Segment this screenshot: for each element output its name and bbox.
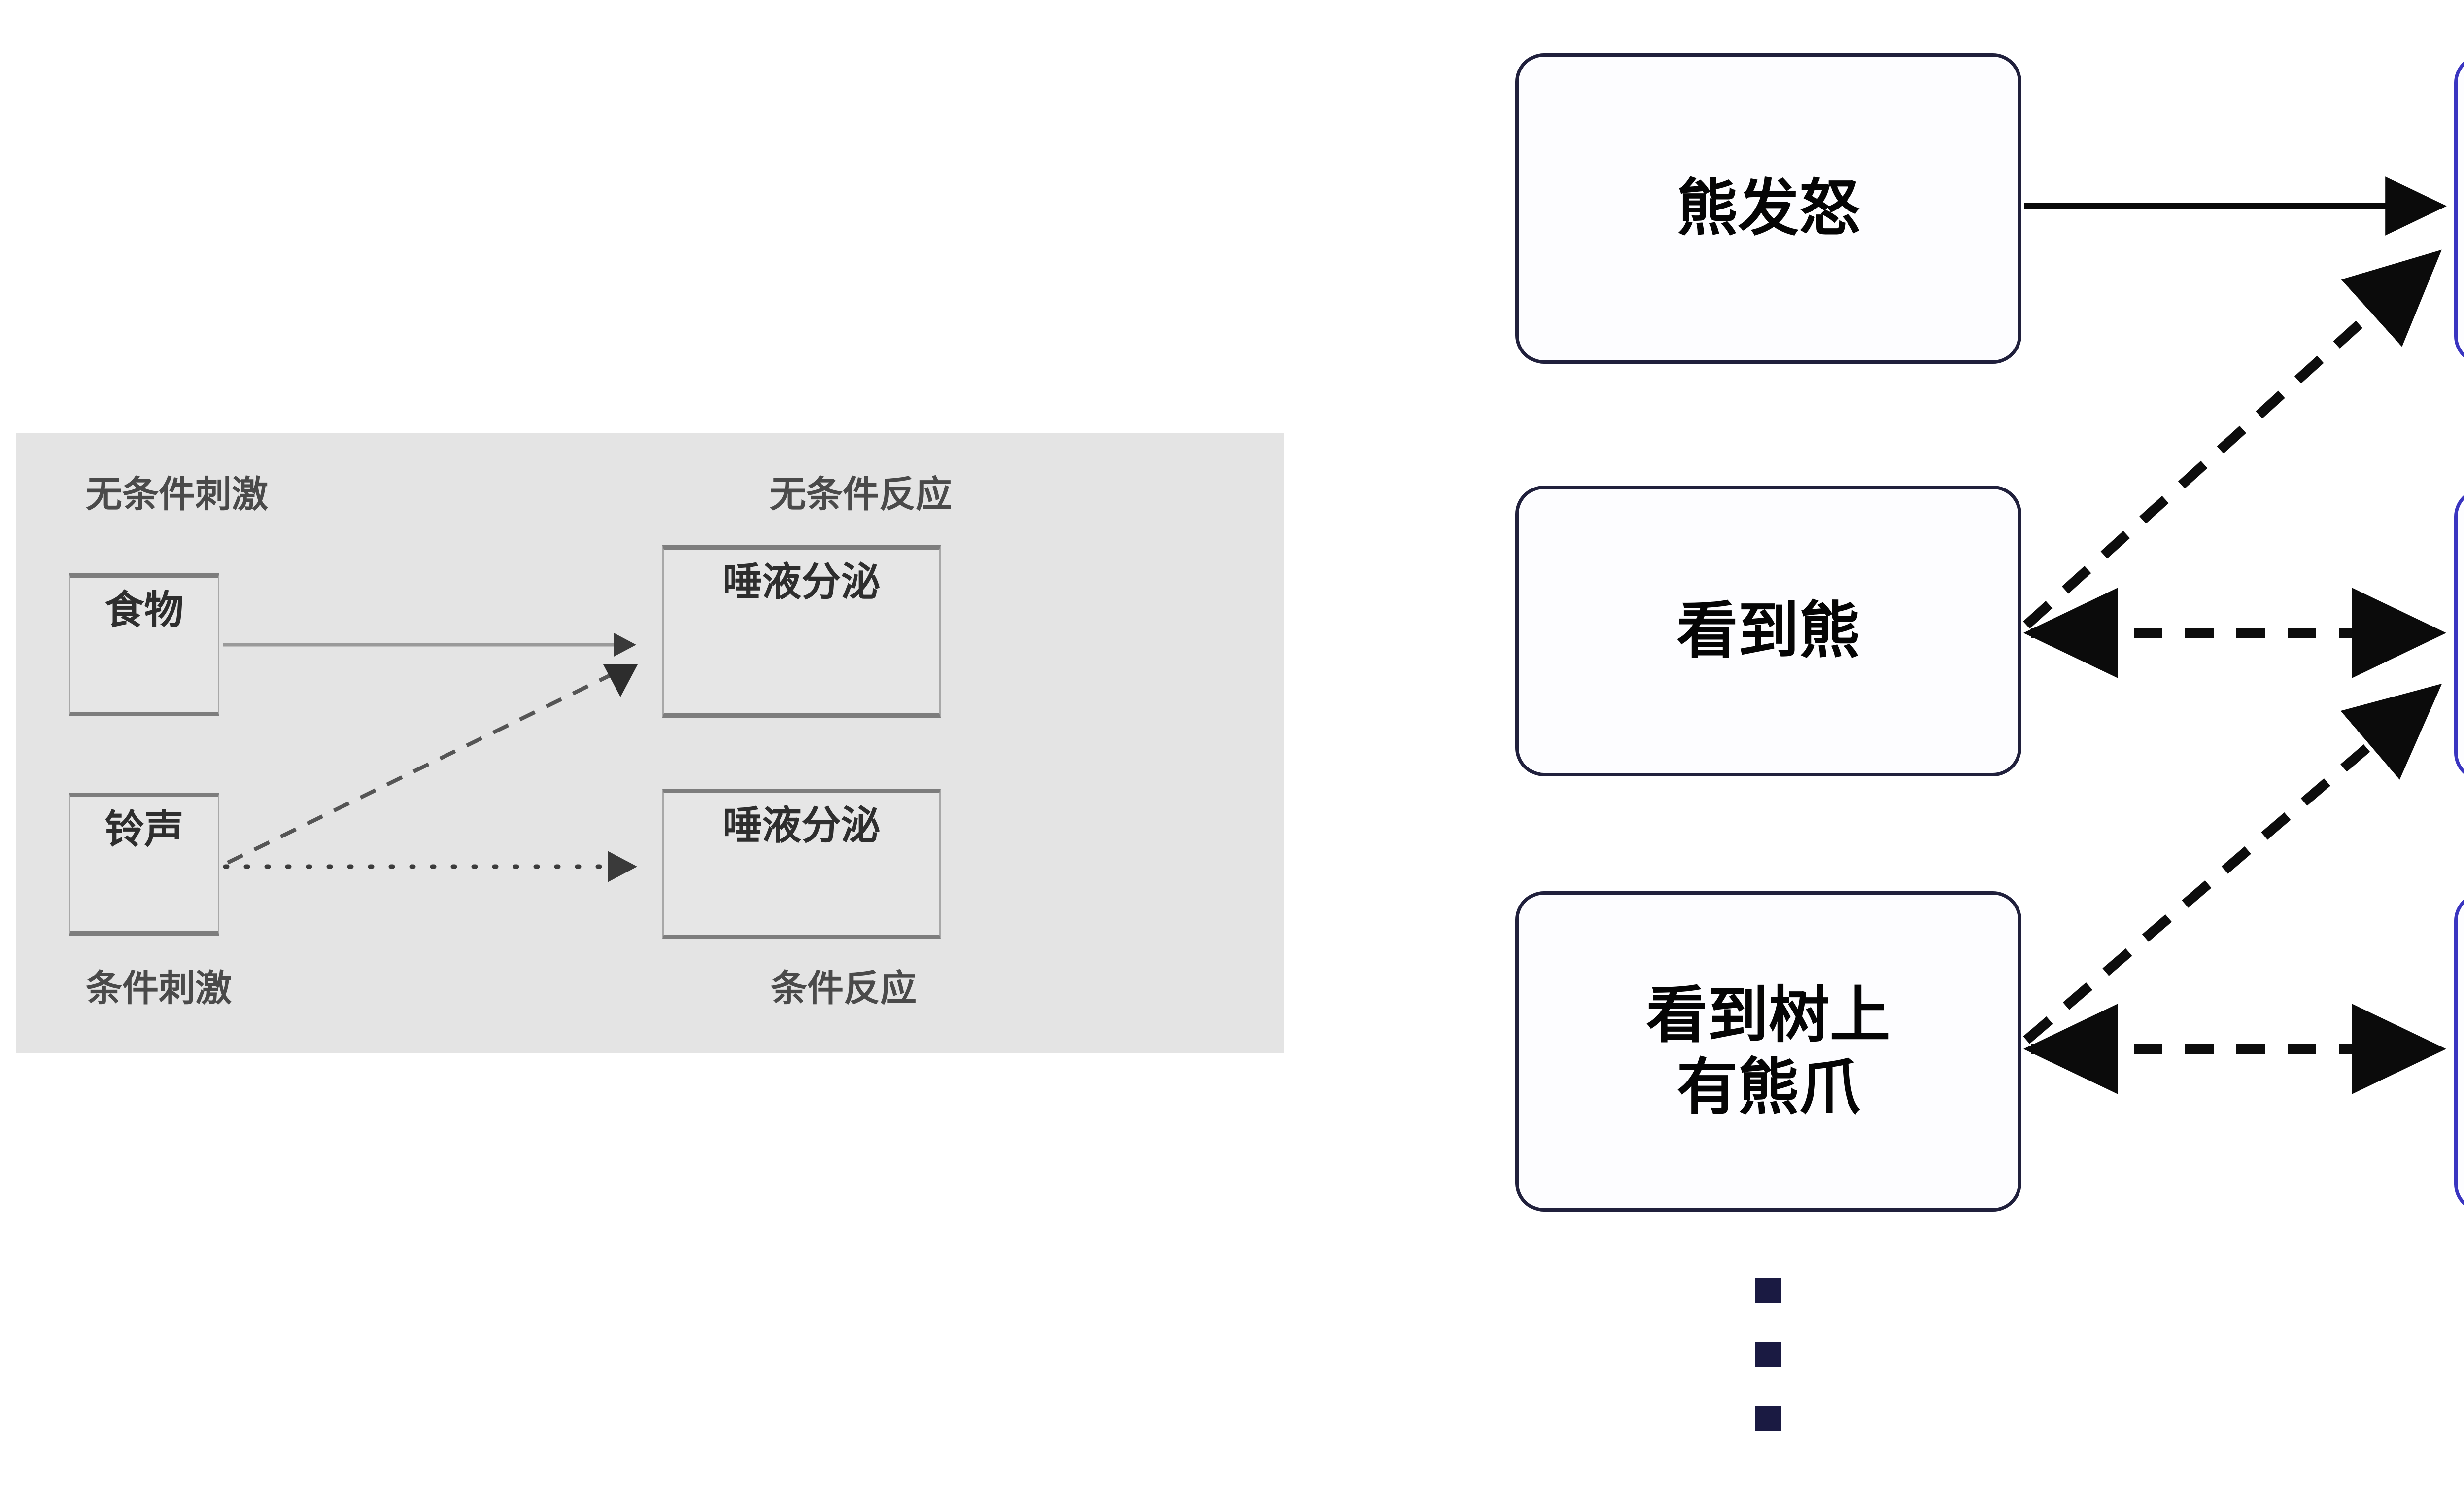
cc-box-salivation-top: 唾液分泌 (662, 545, 941, 718)
cc-box-bell-label: 铃声 (104, 806, 184, 852)
continuation-dot (1755, 1278, 1781, 1303)
cc-box-food: 食物 (69, 573, 219, 716)
cc-box-salivation-bottom: 唾液分泌 (662, 789, 941, 939)
continuation-dot (1755, 1342, 1781, 1367)
classical-conditioning-panel: 无条件刺激 无条件反应 条件刺激 条件反应 食物 铃声 唾液分泌 唾液分泌 (16, 433, 1284, 1053)
rl-arrow-seebear-to-reward (2023, 249, 2442, 629)
rl-box-see-bear-label: 看到熊 (1677, 595, 1860, 666)
rl-box-see-claw-on-tree: 看到树上 有熊爪 (1515, 891, 2021, 1212)
rl-box-value-state: V(s) (2454, 892, 2464, 1213)
continuation-dot (1755, 1406, 1781, 1431)
caption-unconditioned-response: 无条件反应 (770, 473, 952, 516)
cc-arrow-layer (223, 632, 638, 882)
cc-box-salivation-top-label: 唾液分泌 (722, 559, 881, 605)
cc-box-salivation-bottom-label: 唾液分泌 (722, 802, 881, 848)
rl-box-see-bear: 看到熊 (1515, 486, 2021, 776)
rl-box-value-next-state: V(s′) (2454, 488, 2464, 781)
caption-conditioned-stimulus: 条件刺激 (86, 967, 232, 1010)
cc-box-bell: 铃声 (69, 793, 219, 936)
rl-box-bear-angry-label: 熊发怒 (1677, 173, 1860, 244)
rl-box-bear-angry: 熊发怒 (1515, 53, 2021, 364)
caption-unconditioned-stimulus: 无条件刺激 (86, 473, 268, 516)
cc-box-food-label: 食物 (104, 587, 184, 633)
rl-box-see-claw-on-tree-label: 看到树上 有熊爪 (1646, 979, 1891, 1123)
cc-arrowhead-diagonal (603, 664, 638, 697)
continuation-dots-left (1755, 1278, 1781, 1470)
rl-arrow-claw-to-vsprime (2023, 683, 2442, 1044)
rl-box-reward: 奖励 (2454, 54, 2464, 365)
caption-conditioned-response: 条件反应 (771, 967, 917, 1010)
cc-arrow-bell-diagonal (227, 672, 613, 865)
